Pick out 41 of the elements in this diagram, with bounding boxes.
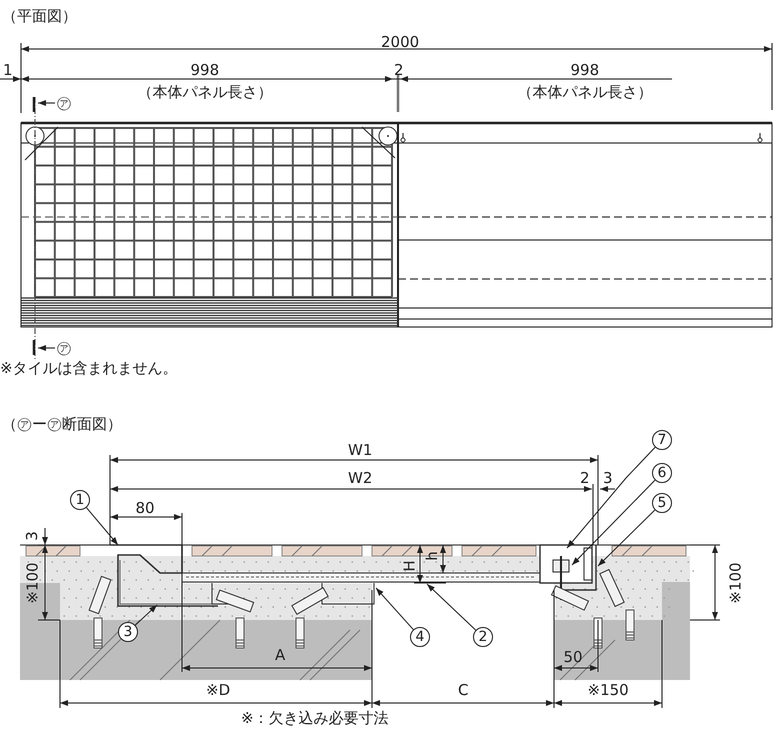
callout-number: 1 bbox=[70, 490, 90, 510]
leader-line bbox=[376, 588, 414, 630]
dimension-label: ※100 bbox=[24, 562, 40, 604]
section-mark: ㋐ bbox=[56, 340, 72, 356]
dimension-label: C bbox=[458, 682, 468, 698]
dimension-label: 998 bbox=[190, 62, 220, 78]
dimension-label: W2 bbox=[348, 470, 372, 486]
leader-line bbox=[426, 584, 476, 631]
callout-number: 7 bbox=[652, 430, 672, 450]
dimension-label: 1 bbox=[3, 62, 13, 78]
view-heading: （㋐ー㋐断面図） bbox=[2, 416, 122, 432]
dimension-label: 2 bbox=[394, 62, 404, 78]
callout-number: 6 bbox=[652, 463, 672, 483]
view-heading: （平面図） bbox=[2, 8, 77, 24]
dimension-label: 998 bbox=[570, 62, 600, 78]
dimension-label: 80 bbox=[136, 500, 155, 516]
dimension-label: ※150 bbox=[588, 682, 629, 698]
leader-line bbox=[134, 604, 158, 626]
dimension-label: 50 bbox=[564, 649, 583, 665]
leader-line bbox=[566, 446, 656, 548]
dimension-label: H bbox=[401, 560, 418, 572]
leader-line bbox=[86, 507, 118, 546]
callout-number: 4 bbox=[410, 627, 430, 647]
leader-line bbox=[572, 480, 656, 566]
dimension-label: 2 bbox=[580, 470, 590, 486]
dimension-label: 2000 bbox=[381, 34, 420, 50]
section-mark: ㋐ bbox=[56, 95, 72, 111]
leader-line bbox=[598, 510, 656, 566]
dimension-label: 3 bbox=[24, 531, 40, 541]
callout-number: 5 bbox=[652, 493, 672, 513]
dimension-label: A bbox=[275, 647, 286, 663]
note-text: ※：欠き込み必要寸法 bbox=[241, 710, 389, 726]
callout-number: 2 bbox=[473, 627, 493, 647]
dimension-label: ※D bbox=[206, 682, 230, 698]
note-text: ※タイルは含まれません。 bbox=[0, 360, 178, 376]
dimension-label: 3 bbox=[603, 470, 613, 486]
dimension-note: （本体パネル長さ） bbox=[138, 84, 272, 100]
dimension-note: （本体パネル長さ） bbox=[518, 84, 652, 100]
dimension-label: W1 bbox=[348, 442, 372, 458]
dimension-label: h bbox=[424, 551, 440, 561]
dimension-label: ※100 bbox=[727, 562, 744, 604]
